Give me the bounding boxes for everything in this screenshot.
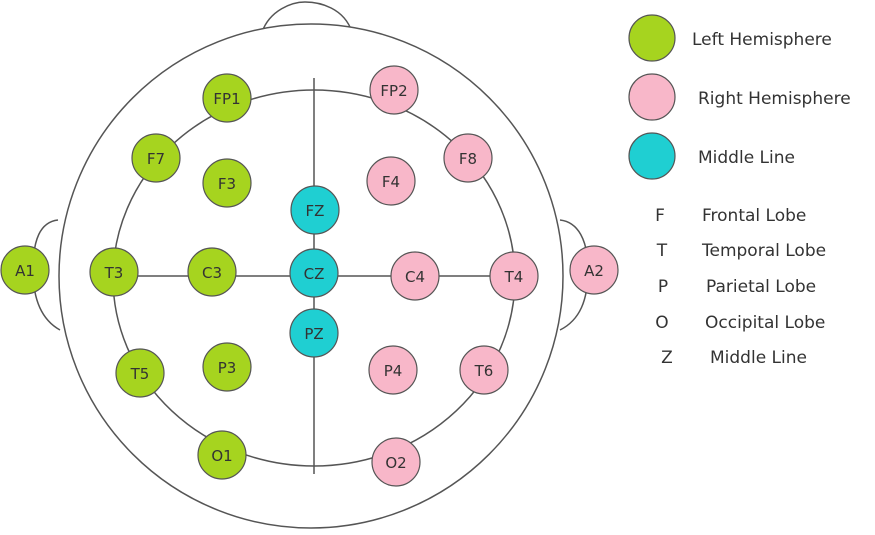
electrode-label: CZ: [304, 265, 325, 283]
electrode-c4: C4: [390, 251, 440, 301]
electrode-cz: CZ: [289, 248, 339, 298]
electrode-label: P4: [384, 362, 403, 380]
electrode-label: C3: [202, 264, 222, 282]
electrode-label: T6: [474, 362, 494, 380]
electrode-marker: [197, 430, 247, 480]
electrode-label: FP1: [213, 90, 240, 108]
electrode-pz: PZ: [289, 308, 339, 358]
nose-outline: [261, 1, 353, 33]
legend-label-left: Left Hemisphere: [692, 30, 832, 50]
electrode-marker: [202, 158, 252, 208]
electrode-label: FZ: [306, 202, 325, 220]
electrode-marker: [368, 345, 418, 395]
electrode-marker: [131, 133, 181, 183]
electrode-label: T5: [130, 365, 150, 383]
electrode-label: T3: [104, 264, 124, 282]
electrode-label: A2: [584, 262, 604, 280]
electrode-c3: C3: [187, 247, 237, 297]
electrode-p4: P4: [368, 345, 418, 395]
electrode-label: C4: [405, 268, 425, 286]
electrode-marker: [290, 185, 340, 235]
electrode-f4: F4: [366, 156, 416, 206]
legend-abbrev-meaning: Middle Line: [710, 348, 807, 368]
legend-abbrev-meaning: Temporal Lobe: [701, 241, 826, 261]
electrode-marker: [369, 65, 419, 115]
electrode-marker: [459, 345, 509, 395]
electrode-marker: [489, 251, 539, 301]
legend-swatch-left: [628, 14, 676, 62]
electrode-f7: F7: [131, 133, 181, 183]
electrode-marker: [202, 342, 252, 392]
electrode-marker: [289, 308, 339, 358]
electrode-f3: F3: [202, 158, 252, 208]
electrode-t4: T4: [489, 251, 539, 301]
electrode-fz: FZ: [290, 185, 340, 235]
electrode-t5: T5: [115, 348, 165, 398]
electrode-label: F4: [382, 173, 400, 191]
electrode-marker: [569, 245, 619, 295]
legend-swatch-right: [628, 73, 676, 121]
legend-abbrev-meaning: Parietal Lobe: [706, 277, 816, 297]
electrode-marker: [202, 73, 252, 123]
electrode-marker: [0, 245, 50, 295]
legend-abbrev-letter: P: [658, 277, 668, 297]
electrode-t3: T3: [89, 247, 139, 297]
electrode-f8: F8: [443, 133, 493, 183]
electrode-marker: [366, 156, 416, 206]
legend-abbrev-letter: Z: [661, 348, 673, 368]
electrode-marker: [289, 248, 339, 298]
electrode-fp1: FP1: [202, 73, 252, 123]
electrode-label: FP2: [380, 82, 407, 100]
electrode-marker: [115, 348, 165, 398]
electrode-label: O1: [211, 447, 232, 465]
electrode-o1: O1: [197, 430, 247, 480]
electrode-label: A1: [15, 262, 35, 280]
electrode-fp2: FP2: [369, 65, 419, 115]
legend-label-middle: Middle Line: [698, 148, 795, 168]
electrode-label: PZ: [304, 325, 323, 343]
electrode-label: F3: [218, 175, 236, 193]
legend-swatch-middle: [628, 132, 676, 180]
electrode-marker: [390, 251, 440, 301]
electrode-label: F7: [147, 150, 165, 168]
electrode-label: F8: [459, 150, 477, 168]
electrode-label: O2: [385, 454, 406, 472]
electrode-a1: A1: [0, 245, 50, 295]
legend-abbrev-meaning: Frontal Lobe: [702, 206, 806, 226]
electrode-a2: A2: [569, 245, 619, 295]
electrode-o2: O2: [371, 437, 421, 487]
electrode-label: T4: [504, 268, 524, 286]
legend-abbrev-meaning: Occipital Lobe: [705, 313, 825, 333]
electrode-marker: [187, 247, 237, 297]
electrode-marker: [443, 133, 493, 183]
electrode-marker: [371, 437, 421, 487]
electrode-label: P3: [218, 359, 237, 377]
legend-abbrev-letter: F: [655, 206, 665, 226]
electrode-p3: P3: [202, 342, 252, 392]
legend-abbrev-letter: T: [656, 241, 668, 261]
electrode-t6: T6: [459, 345, 509, 395]
legend-label-right: Right Hemisphere: [698, 89, 851, 109]
legend-abbrev-letter: O: [655, 313, 668, 333]
electrode-marker: [89, 247, 139, 297]
